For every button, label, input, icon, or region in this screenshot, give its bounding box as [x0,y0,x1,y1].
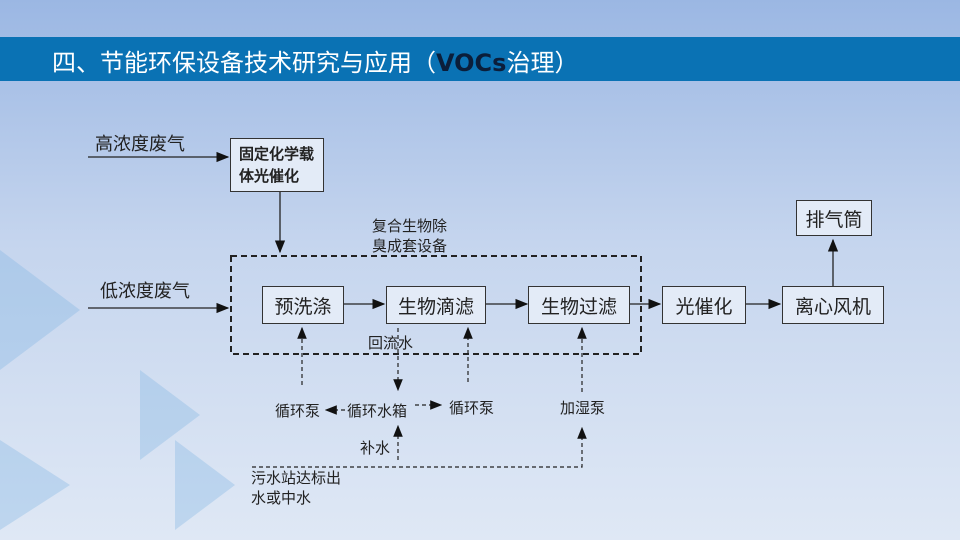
makeup-water-label: 补水 [360,439,391,457]
water-source-label: 污水站达标出水或中水 [251,469,342,507]
decorative-triangle [0,440,70,530]
decorative-triangle [0,250,80,370]
high-concentration-gas-label: 高浓度废气 [95,134,185,155]
bio-trickling-box: 生物滴滤 [386,286,486,324]
title-vocs: VOCs [436,49,507,77]
decorative-triangle [175,440,235,530]
photocatalysis-box: 光催化 [662,286,746,324]
bio-filter-box: 生物过滤 [528,286,630,324]
group-label: 复合生物除臭成套设备 [372,217,448,255]
title-tail: 治理） [506,49,579,77]
exhaust-stack-box: 排气筒 [796,200,872,236]
circulation-tank-label: 循环水箱 [347,402,408,420]
centrifugal-fan-box: 离心风机 [782,286,884,324]
circulation-pump-right-label: 循环泵 [449,399,495,417]
humidifying-pump-label: 加湿泵 [560,399,606,417]
fixed-photocatalysis-box: 固定化学载体光催化 [230,138,324,192]
low-concentration-gas-label: 低浓度废气 [100,281,190,302]
page-title: 四、节能环保设备技术研究与应用（VOCs治理） [52,43,578,78]
circulation-pump-left-label: 循环泵 [275,402,321,420]
title-main: 四、节能环保设备技术研究与应用（ [52,49,436,77]
return-water-label: 回流水 [368,334,414,352]
decorative-triangle [140,370,200,460]
prewash-box: 预洗涤 [262,286,344,324]
title-bar: 四、节能环保设备技术研究与应用（VOCs治理） [0,37,960,81]
